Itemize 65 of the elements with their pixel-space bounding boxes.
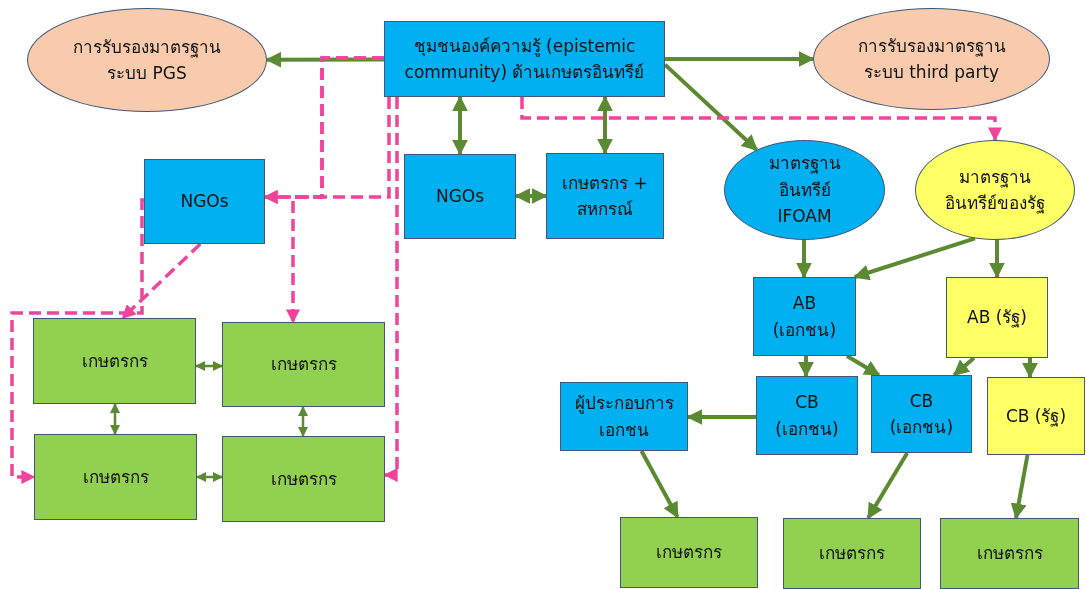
process-box [222,436,385,522]
process-box [144,159,265,244]
arrow [265,51,384,68]
arrow [110,403,120,435]
node-label: เกษตรกร [270,467,337,491]
dashed-arrow [263,97,391,204]
arrow [866,451,909,520]
process-box [940,518,1079,589]
arrow [853,236,976,281]
node-label: มาตรฐานอินทรีย์ของรัฐ [945,165,1045,216]
dashed-arrow [383,97,399,482]
dashed-arrow [121,242,202,320]
process-box [871,375,972,453]
arrow [798,356,814,378]
arrow [639,450,680,519]
process-box [987,377,1085,455]
node-label: AB (เอกชน) [771,292,838,342]
node-label: NGOs [435,185,485,209]
process-box [404,154,516,239]
process-box [384,21,665,97]
node-label: การรับรองมาตรฐานระบบ third party [856,34,1007,84]
process-box [546,153,664,239]
dashed-arrow [286,56,384,324]
arrow [452,95,468,156]
node-label: เกษตรกร [656,541,722,565]
node-label: เกษตรกร + สหกรณ์ [561,171,649,221]
process-box [620,517,758,588]
arrow [298,406,308,437]
node-label: AB (รัฐ) [967,306,1027,330]
process-box [222,322,385,407]
node-label: มาตรฐานอินทรีย์ IFOAM [767,152,842,229]
node-label: CB (รัฐ) [1005,404,1067,429]
node-label: เกษตรกร [81,349,148,373]
process-box [33,318,196,404]
node-label: การรับรองมาตรฐานระบบ PGS [72,35,222,85]
node-label: เกษตรกร [270,353,337,377]
arrow [952,356,976,377]
node-label: CB (เอกชน) [888,389,955,439]
node-label: NGOs [180,190,229,214]
arrow [514,188,548,204]
node-label: CB (เอกชน) [774,391,840,441]
arrow [196,472,223,482]
process-box [946,277,1048,358]
process-box [756,376,858,455]
dashed-arrow [520,97,1002,142]
arrow [796,240,812,279]
arrow [195,361,223,371]
process-box [783,518,921,589]
process-box [753,277,856,356]
arrow [686,409,756,425]
process-box [34,434,197,520]
arrow [989,240,1005,279]
arrow [665,51,815,67]
dashed-arrow [10,198,146,484]
node-label: ผู้ประกอบการเอกชน [573,392,675,442]
arrow [597,95,613,155]
node-label: ชุมชนองค์ความรู้ (epistemic community) ด้านเกษตรอินทรีย์ [403,34,646,84]
node-label: เกษตรกร [82,465,149,489]
node-label: เกษตรกร [976,542,1043,566]
arrow [1022,358,1038,379]
process-box [560,382,688,451]
node-label: เกษตรกร [819,542,885,566]
arrow [845,354,881,377]
arrow [1010,454,1030,520]
arrow [663,63,759,152]
